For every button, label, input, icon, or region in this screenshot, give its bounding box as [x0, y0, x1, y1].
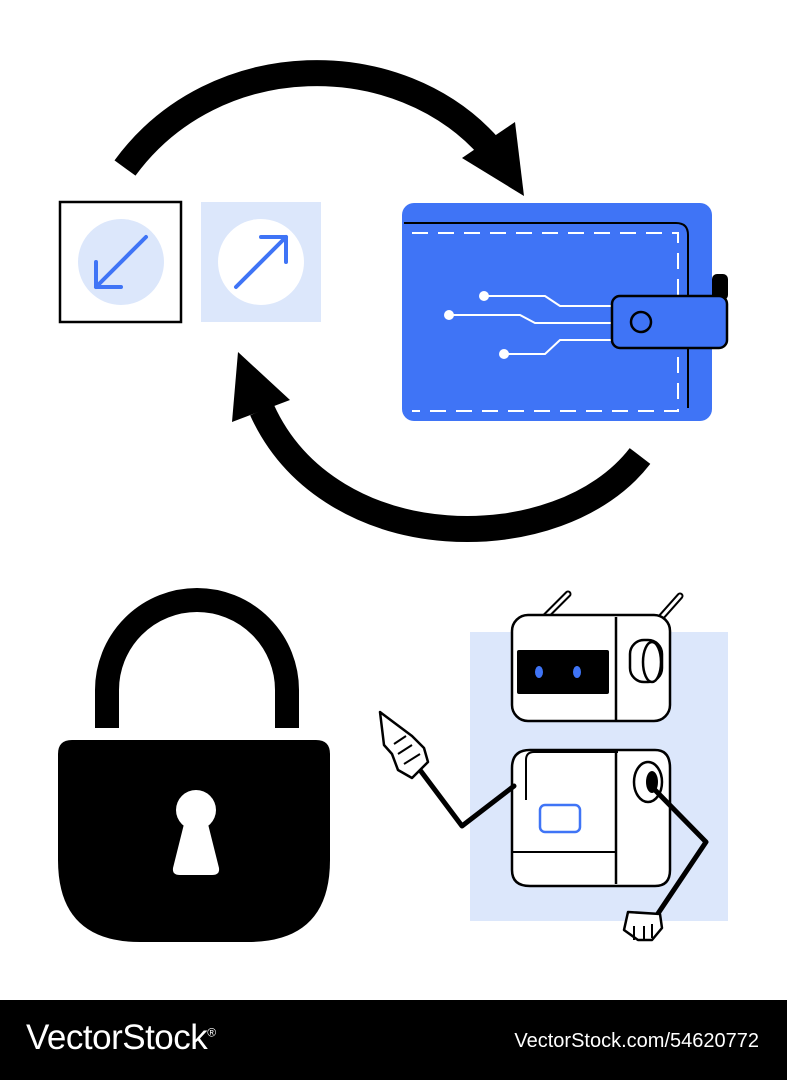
padlock-icon [58, 588, 330, 942]
digital-wallet-icon [402, 203, 729, 421]
footer-bar: VectorStock® VectorStock.com/54620772 [0, 1000, 787, 1080]
top-arrowhead [462, 122, 524, 196]
bottom-arrowhead [232, 352, 290, 422]
illustration [58, 60, 729, 942]
robot-icon [378, 590, 728, 942]
image-id-label: VectorStock.com/54620772 [514, 1030, 759, 1052]
arrow-down-left-icon [58, 200, 183, 324]
cycle-arrows-icon [114, 60, 651, 542]
brand-logo: VectorStock® [26, 1018, 216, 1057]
arrow-up-right-icon [201, 202, 321, 322]
top-arc-arrow [114, 60, 500, 176]
bottom-arc-arrow [250, 404, 651, 542]
